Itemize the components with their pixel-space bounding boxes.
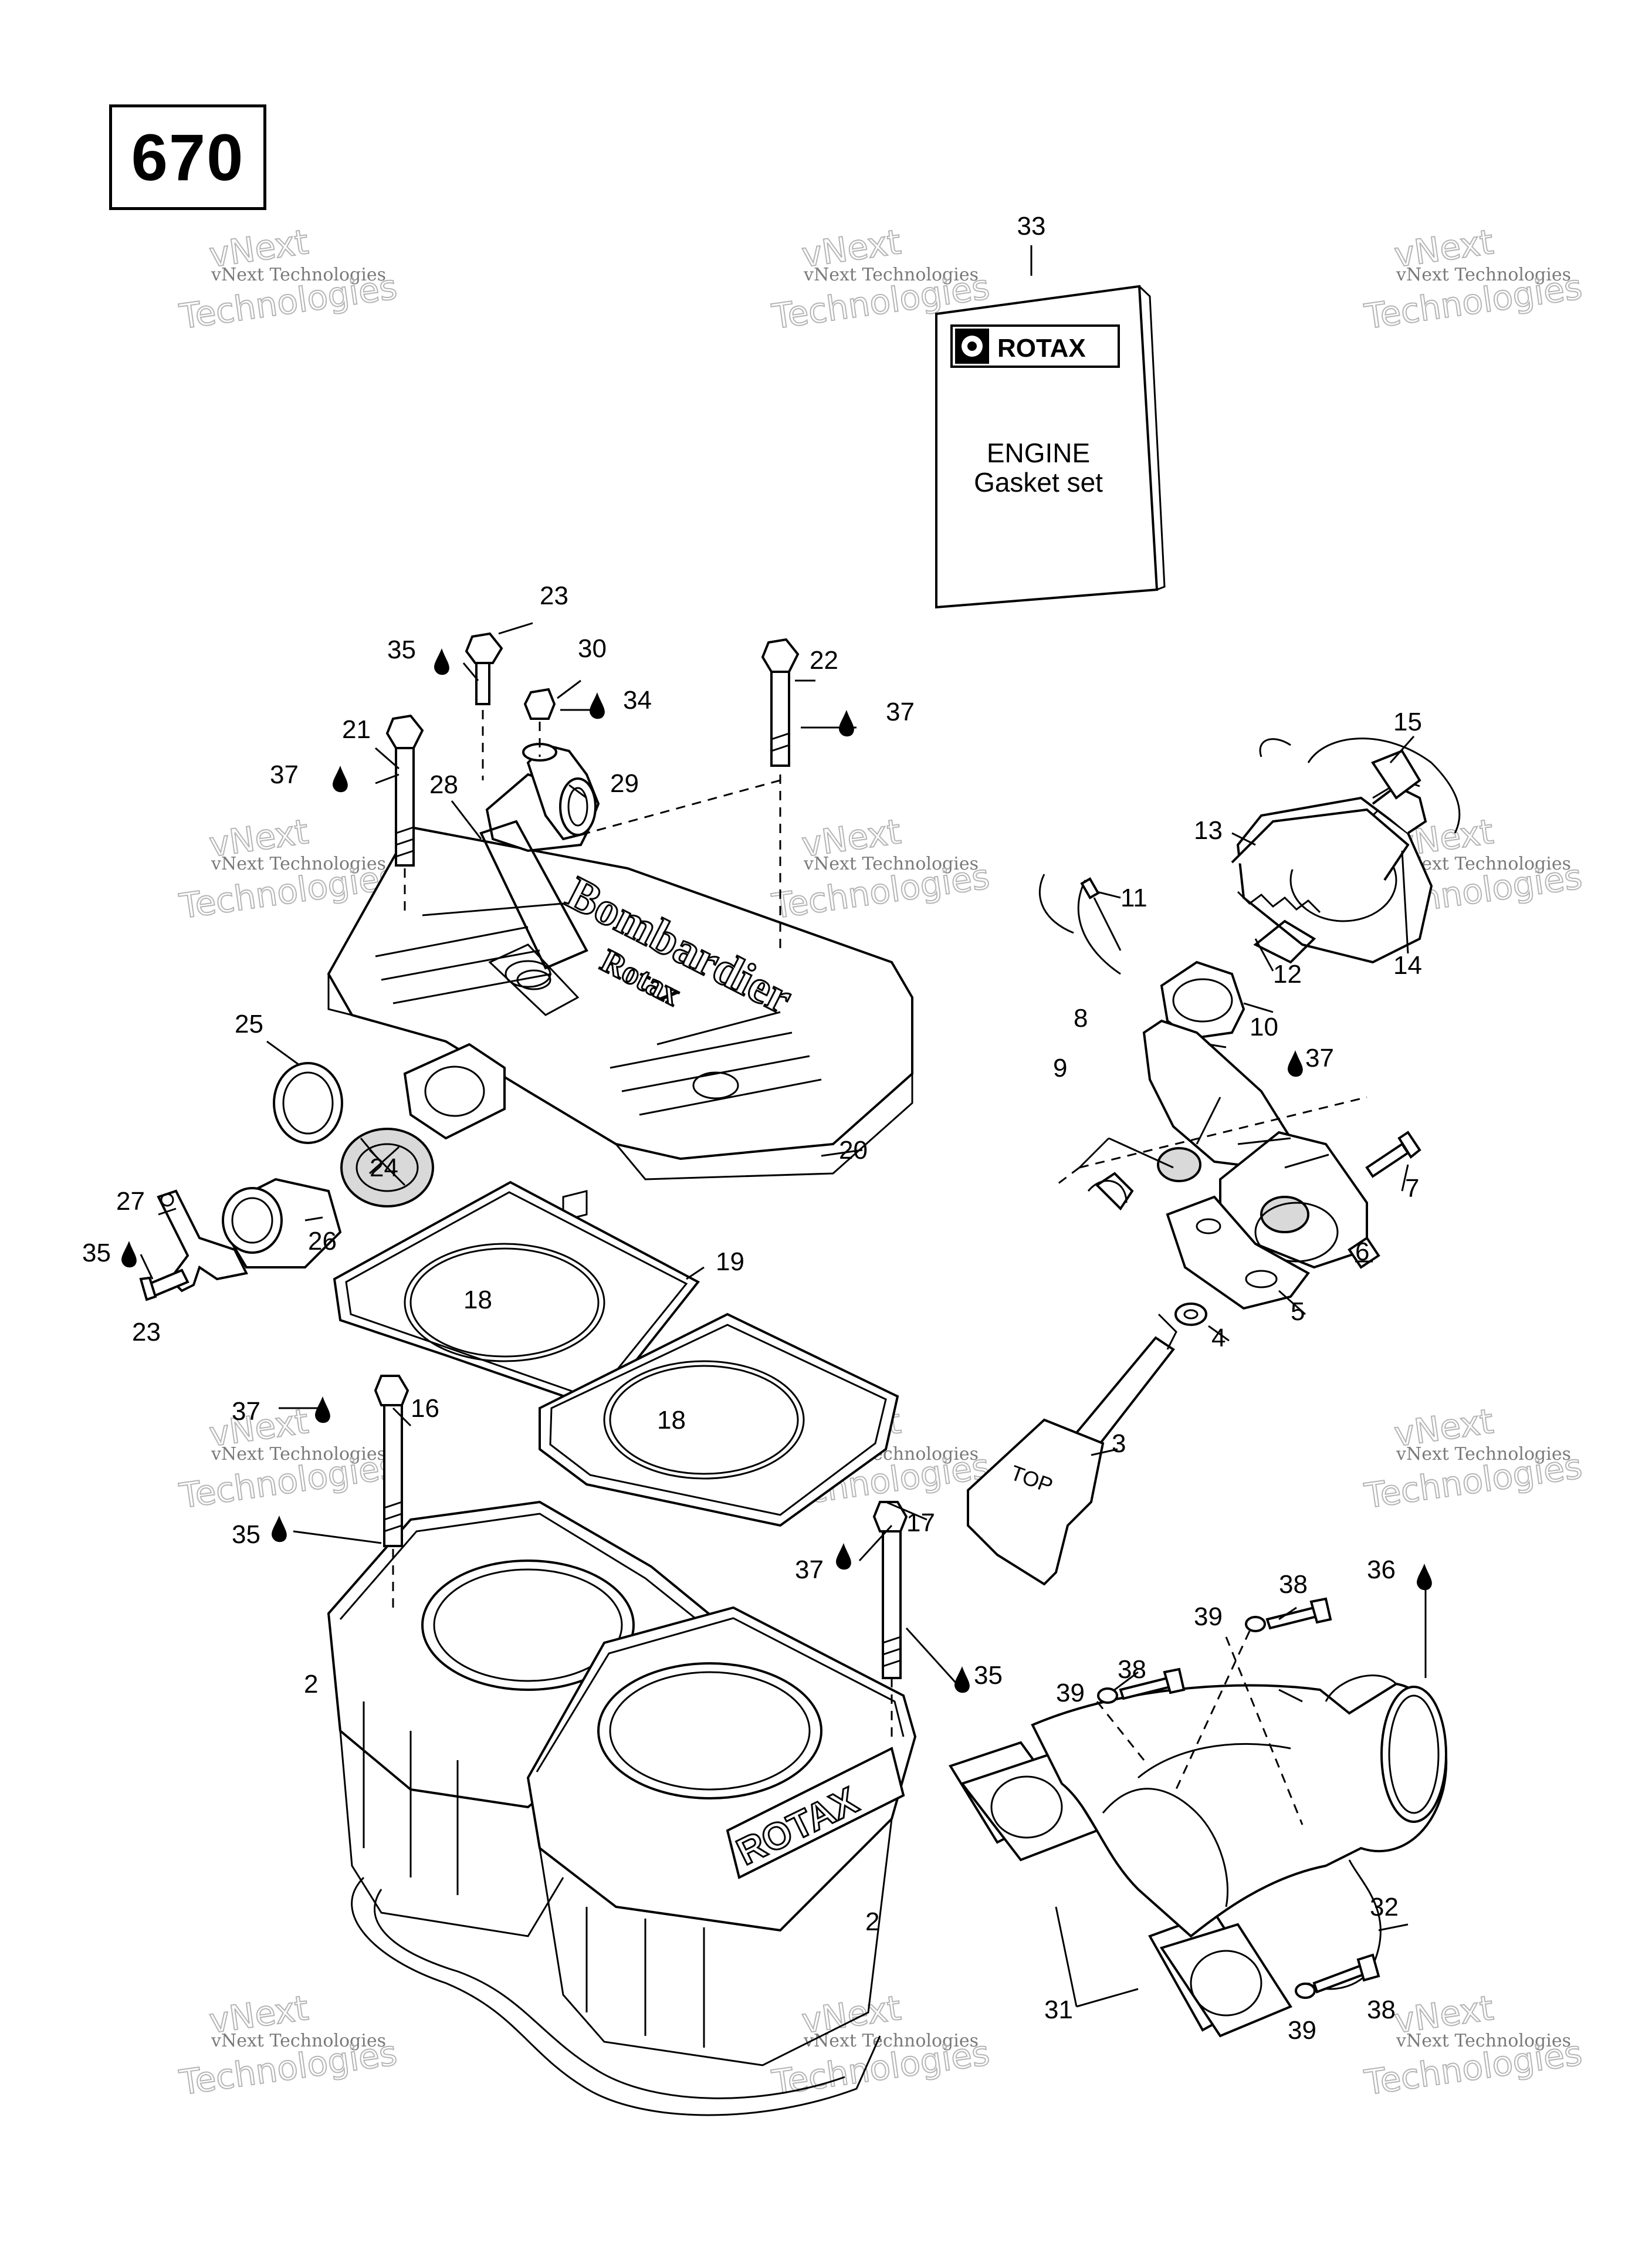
callout-37: 37 (232, 1397, 260, 1426)
callout-22: 22 (810, 646, 838, 675)
callout-12: 12 (1273, 960, 1302, 989)
callout-38: 38 (1279, 1570, 1308, 1599)
callout-7: 7 (1405, 1174, 1419, 1203)
drop-icon (315, 1396, 330, 1423)
gasket-kit-line2: Gasket set (974, 467, 1103, 498)
callout-37: 37 (886, 698, 915, 726)
rave-valve-assembly: TOP (967, 738, 1461, 1586)
callout-4: 4 (1211, 1324, 1226, 1352)
callout-34: 34 (623, 686, 652, 715)
drop-icon (333, 766, 348, 793)
callout-39: 39 (1194, 1602, 1223, 1631)
watermark-small: vNext Technologies (1396, 265, 1571, 285)
callout-6: 6 (1355, 1237, 1369, 1266)
callout-13: 13 (1194, 816, 1223, 845)
outlet-elbow (479, 743, 600, 1016)
callout-5: 5 (1291, 1297, 1305, 1326)
callout-15: 15 (1393, 708, 1422, 736)
drop-icon (1288, 1050, 1303, 1077)
watermark-small: vNext Technologies (1396, 2031, 1571, 2051)
callout-36: 36 (1367, 1555, 1396, 1584)
drop-icons (121, 648, 1432, 1693)
callout-19: 19 (716, 1247, 744, 1276)
callout-14: 14 (1393, 951, 1422, 980)
watermark-small: vNext Technologies (211, 265, 386, 285)
callout-11: 11 (1120, 884, 1147, 912)
callout-3: 3 (1112, 1429, 1126, 1458)
drop-icon (272, 1515, 287, 1542)
callout-9: 9 (1053, 1054, 1067, 1082)
callout-23: 23 (132, 1318, 161, 1347)
watermark-small: vNext Technologies (211, 854, 386, 874)
callout-16: 16 (411, 1394, 439, 1423)
callout-8: 8 (1074, 1004, 1088, 1033)
gasket-kit-brand: ROTAX (997, 334, 1086, 363)
section-number-box: 670 (109, 104, 266, 210)
gasket-kit-booklet: ROTAX ENGINE Gasket set 33 (935, 212, 1166, 609)
callout-38: 38 (1118, 1655, 1146, 1684)
callout-23: 23 (540, 581, 568, 610)
watermark-small: vNext Technologies (211, 2031, 386, 2051)
callout-35: 35 (232, 1520, 260, 1549)
callout-37: 37 (795, 1555, 824, 1584)
drop-icon (590, 692, 605, 719)
callout-29: 29 (610, 769, 639, 798)
callout-33: 33 (1017, 212, 1046, 241)
callout-21: 21 (342, 715, 371, 744)
callout-25: 25 (235, 1010, 263, 1038)
cylinder-head: Bombardier Rotax (327, 826, 913, 1222)
callout-39: 39 (1288, 2016, 1316, 2045)
watermark-small: vNext Technologies (803, 2031, 979, 2051)
cylinder-bolts (374, 1375, 908, 1737)
callout-32: 32 (1370, 1893, 1399, 1922)
callout-2: 2 (865, 1907, 879, 1936)
callout-37: 37 (270, 760, 299, 789)
callout-26: 26 (308, 1227, 337, 1256)
callout-labels: 23 35 30 34 22 37 21 37 28 29 15 13 11 1… (82, 581, 1422, 2045)
watermark-small: vNext Technologies (211, 1444, 386, 1464)
callout-30: 30 (578, 634, 607, 663)
section-number: 670 (131, 120, 245, 194)
callout-31: 31 (1044, 1995, 1073, 2024)
drop-icon (954, 1666, 970, 1693)
drop-icon (839, 710, 854, 737)
head-gasket (333, 1180, 899, 1527)
callout-18: 18 (463, 1286, 492, 1314)
callout-2: 2 (304, 1670, 318, 1699)
callout-20: 20 (839, 1136, 868, 1165)
callout-17: 17 (906, 1508, 935, 1537)
cylinders: ROTAX (327, 1500, 917, 2116)
callout-35: 35 (387, 635, 416, 664)
drop-icon (1417, 1564, 1432, 1591)
callout-27: 27 (116, 1187, 145, 1216)
head-bolts (139, 632, 800, 1301)
watermark-small: vNext Technologies (803, 854, 979, 874)
drop-icon (121, 1241, 137, 1268)
callout-10: 10 (1250, 1013, 1278, 1041)
watermark-small: vNext Technologies (803, 265, 979, 285)
exhaust-manifold (948, 1597, 1448, 2038)
leader-lines (140, 622, 1427, 2008)
callout-18: 18 (657, 1406, 686, 1435)
callout-28: 28 (429, 770, 458, 799)
callout-39: 39 (1056, 1679, 1085, 1707)
callout-35: 35 (82, 1239, 111, 1267)
callout-37: 37 (1305, 1044, 1334, 1073)
thermostat-assembly (157, 1062, 434, 1293)
callout-35: 35 (974, 1661, 1003, 1690)
callout-24: 24 (370, 1153, 398, 1182)
gasket-kit-line1: ENGINE (987, 438, 1090, 468)
drop-icon (434, 648, 449, 675)
callout-38: 38 (1367, 1995, 1396, 2024)
drop-icon (836, 1543, 851, 1570)
watermark-small: vNext Technologies (1396, 1444, 1571, 1464)
